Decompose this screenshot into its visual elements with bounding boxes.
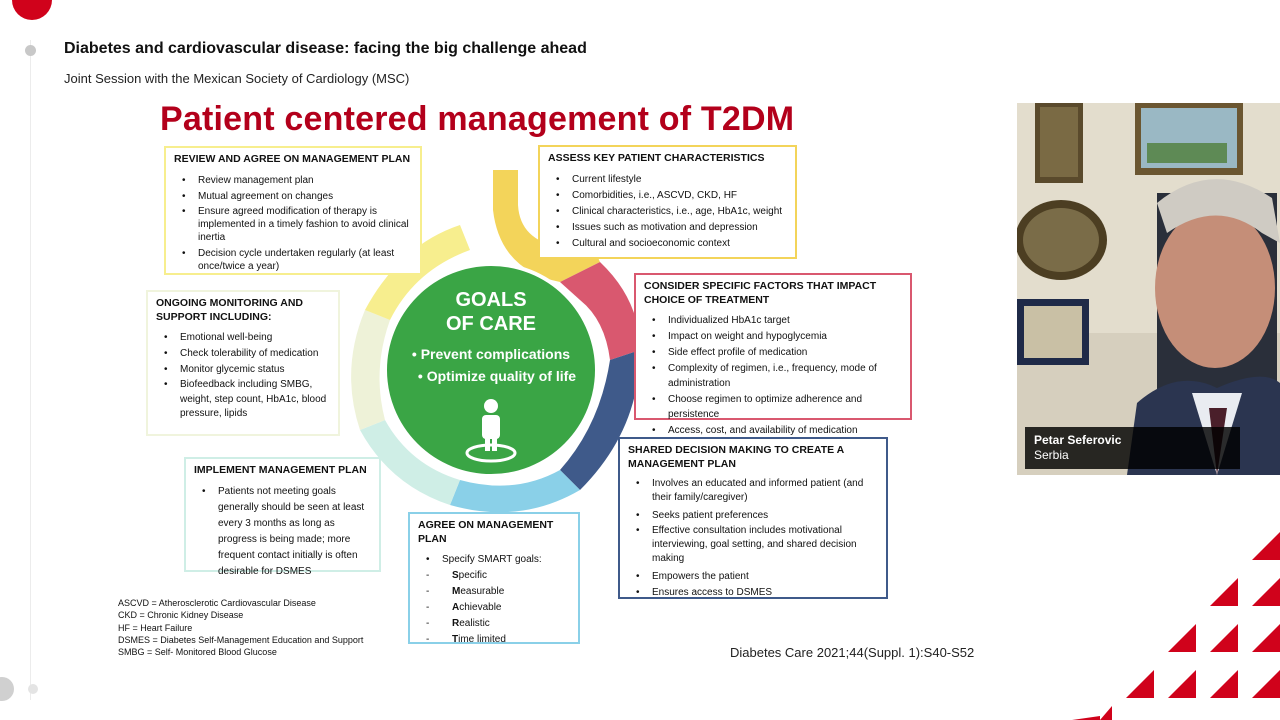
speaker-country: Serbia	[1034, 448, 1069, 462]
timeline-line	[30, 40, 31, 700]
goals-title-line1: GOALS	[455, 289, 526, 311]
red-dot-decoration	[12, 0, 52, 20]
abbreviation-item: CKD = Chronic Kidney Disease	[118, 610, 244, 621]
list-item: Check tolerability of medication	[164, 346, 330, 361]
list-item: Review management plan	[182, 173, 412, 188]
session-title: Diabetes and cardiovascular disease: fac…	[64, 40, 587, 57]
box-title: IMPLEMENT MANAGEMENT PLAN	[194, 464, 367, 476]
speaker-name: Petar Seferovic	[1034, 433, 1122, 447]
smart-goal-item: Specific	[426, 568, 570, 583]
smart-goal-item: Achievable	[426, 600, 570, 615]
list-item: Specify SMART goals:	[426, 552, 570, 567]
cycle-segment-navy	[560, 350, 640, 490]
list-item: Issues such as motivation and depression	[556, 220, 787, 235]
cycle-segment-red	[560, 262, 640, 360]
cycle-segment-lightblue	[450, 470, 580, 513]
abbreviations-legend: ASCVD = Atherosclerotic Cardiovascular D…	[118, 597, 363, 658]
list-item: Comorbidities, i.e., ASCVD, CKD, HF	[556, 188, 787, 203]
patient-icon	[465, 399, 517, 463]
box-title: ASSESS KEY PATIENT CHARACTERISTICS	[548, 152, 765, 164]
slide-title: Patient centered management of T2DM	[160, 100, 795, 138]
list-item: Emotional well-being	[164, 330, 330, 345]
cycle-segment-pale	[351, 310, 390, 430]
list-item: Cultural and socioeconomic context	[556, 236, 787, 251]
abbreviation-item: ASCVD = Atherosclerotic Cardiovascular D…	[118, 598, 316, 608]
timeline-end-dot[interactable]	[0, 677, 14, 701]
box-implement-plan: IMPLEMENT MANAGEMENT PLAN Patients not m…	[184, 457, 381, 577]
box-title: SHARED DECISION MAKING TO CREATE A MANAG…	[628, 444, 844, 470]
red-triangle-decoration	[1072, 532, 1280, 720]
session-subtitle: Joint Session with the Mexican Society o…	[64, 71, 410, 86]
list-item: Ensures access to DSMES	[636, 585, 878, 600]
list-item: Impact on weight and hypoglycemia	[652, 329, 902, 344]
list-item: Biofeedback including SMBG, weight, step…	[164, 378, 330, 422]
goal-prevent-complications: • Prevent complications	[412, 346, 570, 362]
cycle-segment-mint	[360, 420, 460, 505]
list-item: Ensure agreed modification of therapy is…	[182, 205, 412, 244]
list-item: Current lifestyle	[556, 172, 787, 187]
goals-title-line2: OF CARE	[446, 313, 536, 335]
speaker-name-bar: Petar Seferovic Serbia	[1025, 427, 1240, 469]
abbreviation-item: SMBG = Self- Monitored Blood Glucose	[118, 647, 277, 658]
box-ongoing-monitoring: ONGOING MONITORING AND SUPPORT INCLUDING…	[146, 290, 340, 436]
abbreviation-item: DSMES = Diabetes Self-Management Educati…	[118, 634, 364, 645]
list-item: Side effect profile of medication	[652, 345, 902, 360]
box-title: CONSIDER SPECIFIC FACTORS THAT IMPACT CH…	[644, 280, 877, 306]
box-title: AGREE ON MANAGEMENT PLAN	[418, 519, 554, 545]
cycle-diagram: GOALS OF CARE • Prevent complications • …	[351, 170, 640, 513]
list-item: Mutual agreement on changes	[182, 189, 412, 204]
smart-goal-item: Time limited	[426, 632, 570, 647]
box-consider-factors: CONSIDER SPECIFIC FACTORS THAT IMPACT CH…	[634, 273, 912, 438]
citation: Diabetes Care 2021;44(Suppl. 1):S40-S52	[730, 645, 975, 660]
list-item: Decision cycle undertaken regularly (at …	[182, 247, 412, 273]
list-item: Individualized HbA1c target	[652, 313, 902, 328]
timeline-small-dot	[28, 684, 38, 694]
abbreviation-item: HF = Heart Failure	[118, 622, 193, 633]
box-review-agree-plan: REVIEW AND AGREE ON MANAGEMENT PLAN Revi…	[164, 146, 422, 275]
timeline-dot[interactable]	[25, 45, 36, 56]
goal-optimize-quality: • Optimize quality of life	[418, 368, 576, 384]
speaker-video[interactable]: Petar Seferovic Serbia	[1017, 103, 1280, 475]
list-item: Seeks patient preferences	[636, 508, 878, 523]
video-frame	[1017, 103, 1280, 475]
list-item: Empowers the patient	[636, 569, 878, 584]
box-title: REVIEW AND AGREE ON MANAGEMENT PLAN	[174, 153, 411, 165]
list-item: Involves an educated and informed patien…	[636, 477, 878, 505]
smart-goal-item: Measurable	[426, 584, 570, 599]
list-item: Clinical characteristics, i.e., age, HbA…	[556, 204, 787, 219]
box-title: ONGOING MONITORING AND SUPPORT INCLUDING…	[156, 297, 303, 323]
smart-goal-item: Realistic	[426, 616, 570, 631]
box-shared-decision-making: SHARED DECISION MAKING TO CREATE A MANAG…	[618, 437, 888, 600]
box-assess-characteristics: ASSESS KEY PATIENT CHARACTERISTICS Curre…	[538, 145, 797, 259]
list-item: Effective consultation includes motivati…	[636, 524, 878, 566]
list-item: Choose regimen to optimize adherence and…	[652, 392, 902, 422]
list-item: Patients not meeting goals generally sho…	[202, 484, 371, 580]
list-item: Complexity of regimen, i.e., frequency, …	[652, 361, 902, 391]
list-item: Access, cost, and availability of medica…	[652, 423, 902, 438]
list-item: Monitor glycemic status	[164, 362, 330, 377]
goals-of-care-circle	[383, 262, 599, 478]
box-agree-on-plan: AGREE ON MANAGEMENT PLAN Specify SMART g…	[408, 512, 580, 647]
